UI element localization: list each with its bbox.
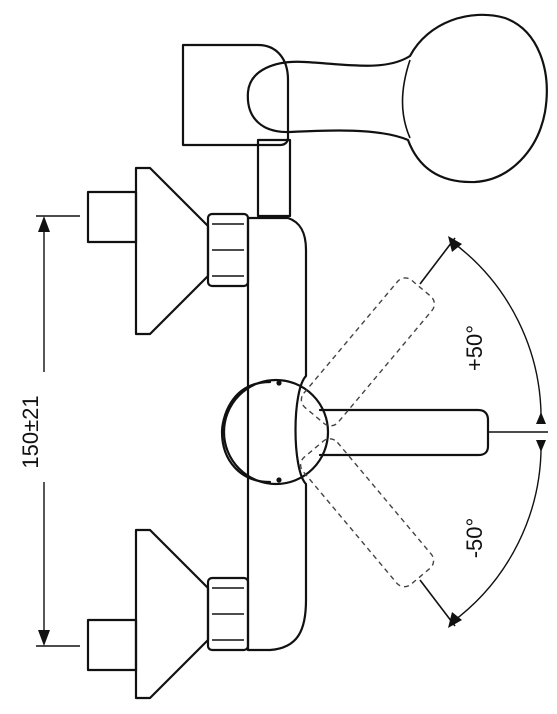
lever-ghost-positions xyxy=(299,277,436,588)
angle-minus-label: -50° xyxy=(462,518,487,559)
angle-dimensions xyxy=(419,236,548,628)
lower-eccentric xyxy=(86,528,250,700)
dimension-label: 150±21 xyxy=(18,395,43,468)
shower-holder xyxy=(181,43,292,218)
angle-plus-label: +50° xyxy=(462,325,487,371)
mixer-body xyxy=(220,216,330,652)
lever-handle xyxy=(318,408,490,457)
upper-eccentric xyxy=(86,166,250,336)
hand-shower xyxy=(246,13,548,184)
